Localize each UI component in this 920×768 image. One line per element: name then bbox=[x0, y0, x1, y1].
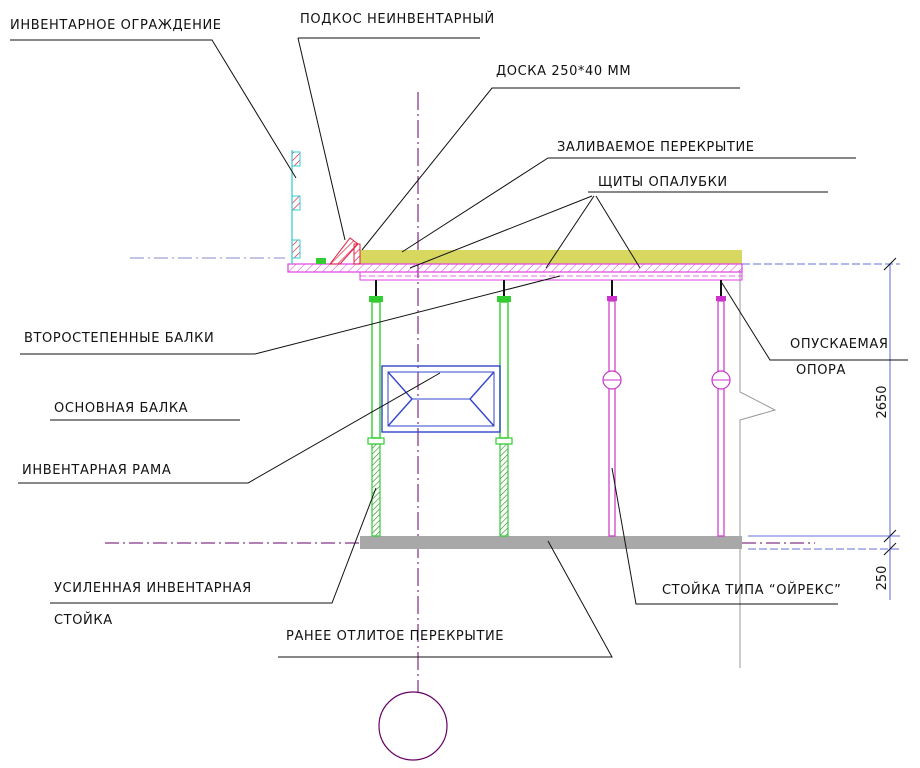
leader-board bbox=[361, 87, 740, 251]
leader-oyrex bbox=[611, 467, 838, 605]
leader-formwork-c bbox=[595, 195, 641, 269]
dimension-2650 bbox=[742, 257, 900, 543]
wall-break-outline bbox=[739, 270, 777, 668]
oyrex-post-left bbox=[602, 280, 622, 537]
label-lowered-support-1: ОПУСКАЕМАЯ bbox=[790, 337, 889, 352]
brace-element bbox=[316, 237, 361, 265]
poured-slab-layer bbox=[360, 250, 742, 264]
dimension-250 bbox=[748, 536, 900, 600]
label-reinforced-post-1: УСИЛЕННАЯ ИНВЕНТАРНАЯ bbox=[54, 581, 252, 596]
leader-formwork-a bbox=[409, 195, 593, 269]
label-cast-slab: РАНЕЕ ОТЛИТОЕ ПЕРЕКРЫТИЕ bbox=[286, 629, 504, 644]
leader-formwork-b bbox=[545, 195, 595, 269]
leader-lowered-support bbox=[721, 282, 908, 361]
label-inventory-frame: ИНВЕНТАРНАЯ РАМА bbox=[22, 463, 171, 478]
cast-floor-slab bbox=[360, 536, 742, 549]
formwork-panels-strip bbox=[287, 263, 743, 273]
label-brace: ПОДКОС НЕИНВЕНТАРНЫЙ bbox=[300, 11, 495, 27]
dim-label-2650: 2650 bbox=[875, 385, 890, 418]
inventory-frame bbox=[381, 365, 501, 433]
label-reinforced-post-2: СТОЙКА bbox=[54, 612, 113, 628]
leader-secondary-beams bbox=[20, 275, 561, 355]
leader-poured-slab bbox=[401, 157, 856, 253]
dim-label-250: 250 bbox=[875, 566, 890, 591]
axis-marker-circle bbox=[378, 691, 448, 761]
leader-brace-diag bbox=[297, 37, 346, 241]
oyrex-post-right bbox=[711, 280, 731, 537]
reinforced-post-left bbox=[367, 280, 385, 537]
label-main-beam: ОСНОВНАЯ БАЛКА bbox=[54, 401, 188, 416]
label-lowered-support-2: ОПОРА bbox=[796, 363, 846, 378]
inventory-fence bbox=[291, 150, 301, 264]
reinforced-post-right bbox=[495, 280, 513, 537]
leader-inventory-fence bbox=[10, 39, 297, 179]
leader-reinforced-post bbox=[50, 487, 377, 604]
label-inventory-fence: ИНВЕНТАРНОЕ ОГРАЖДЕНИЕ bbox=[10, 18, 222, 33]
label-secondary-beams: ВТОРОСТЕПЕННЫЕ БАЛКИ bbox=[24, 331, 214, 346]
leader-cast-slab bbox=[278, 540, 613, 658]
label-formwork-panels: ЩИТЫ ОПАЛУБКИ bbox=[598, 175, 728, 190]
leader-inventory-frame bbox=[18, 372, 441, 484]
label-board: ДОСКА 250*40 ММ bbox=[496, 64, 631, 79]
label-poured-slab: ЗАЛИВАЕМОЕ ПЕРЕКРЫТИЕ bbox=[557, 140, 755, 155]
label-oyrex-post: СТОЙКА ТИПА “ОЙРЕКС” bbox=[662, 582, 841, 598]
